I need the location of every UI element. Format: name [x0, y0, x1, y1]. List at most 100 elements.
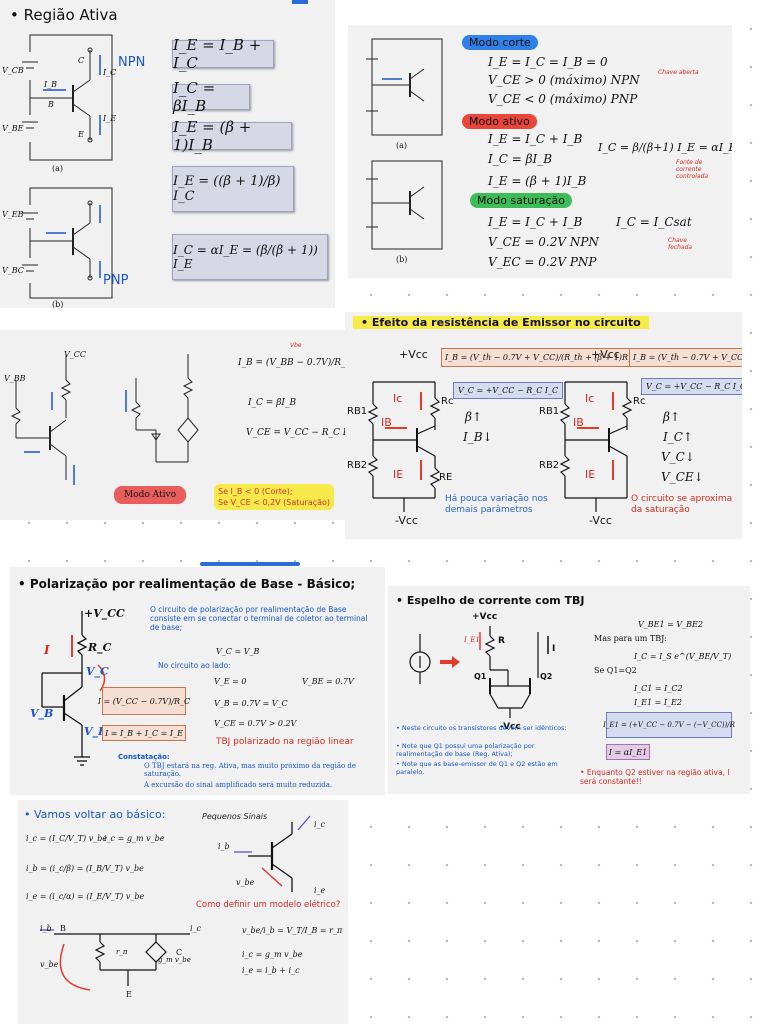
note-realimentacao-text: Note que Q1 possui uma polarização por r…	[396, 742, 535, 758]
vce-eq: V_CE = V_CC − R_C I_C	[246, 428, 346, 438]
ib-box-right: I_B = (V_th − 0.7V + V_CC)/R_th	[629, 348, 742, 367]
beta-up-left: β↑	[465, 410, 482, 424]
modo-saturacao-label: Modo saturação	[470, 193, 572, 208]
ic-small-eq: i_c = (I_C/V_T) v_be	[26, 834, 108, 843]
modo-corte-label: Modo corte	[462, 35, 538, 50]
eq-ie-sum: I_E = I_B + I_C	[172, 36, 274, 72]
e-m-label: E	[126, 990, 132, 999]
note-constante: • Enquanto Q2 estiver na região ativa, I…	[580, 768, 730, 786]
ic-exp-eq: I_C = I_S e^(V_BE/V_T)	[634, 652, 732, 661]
re-left: RE	[439, 472, 453, 483]
rpi-label: r_π	[116, 948, 128, 956]
eq-ie-beta: I_E = (β + 1)I_B	[172, 118, 292, 154]
ib-right: IB	[573, 416, 584, 429]
eq-vc-vb: V_C = V_B	[216, 647, 260, 656]
vcb-label: V_CB	[2, 66, 24, 75]
ativo-eq2: I_C = βI_B	[488, 152, 553, 166]
current-mirror-diagram	[409, 626, 549, 718]
sat-eq2: V_CE = 0.2V NPN	[488, 235, 599, 249]
e-label: E	[78, 130, 84, 139]
emitter-circuit-right	[559, 381, 633, 512]
npn-label: NPN	[118, 55, 146, 70]
ativo-eq1: I_E = I_C + I_B	[488, 132, 583, 146]
note-identicos: • Neste circuito os transistores devem s…	[396, 724, 567, 732]
rb2-left: RB2	[347, 460, 368, 471]
ie-small-eq: i_e = (i_c/α) = (I_E/V_T) v_be	[26, 892, 145, 901]
ib-m-label: i_b	[40, 924, 52, 933]
corte-eq1: I_E = I_C = I_B = 0	[488, 55, 608, 69]
eq-vb: V_B = 0.7V = V_C	[214, 699, 288, 708]
c-label: C	[78, 56, 85, 65]
ie-left: IE	[393, 468, 404, 481]
corte-eq2: V_CE > 0 (máximo) NPN	[488, 73, 640, 87]
vbe-eq: V_BE1 = V_BE2	[638, 620, 703, 629]
panel-title: • Vamos voltar ao básico:	[24, 808, 166, 821]
ib-label: I_B	[44, 80, 58, 89]
b-label: B	[48, 100, 54, 109]
panel-resistencia-emissor: • Efeito da resistência de Emissor no ci…	[345, 312, 742, 539]
vbb-label: V_BB	[4, 374, 26, 383]
sat-eq1: I_E = I_C + I_B	[488, 215, 583, 229]
vbe-m-label: v_be	[40, 960, 59, 969]
vcc-label: +Vcc	[472, 612, 498, 622]
sat-note: Chave fechada	[668, 237, 693, 251]
constatacao-1: O TBJ estará na reg. Ativa, mas muito pr…	[144, 762, 357, 778]
ativo-eq3: I_E = (β + 1)I_B	[488, 174, 587, 188]
vc-box-right: V_C = +V_CC − R_C I_C	[641, 378, 742, 395]
ic-m-label: i_c	[190, 924, 202, 933]
ib-re-box: I_B = (V_th − 0.7V + V_CC)/(R_th + (β + …	[441, 348, 646, 367]
linear-note: TBJ polarizado na região linear	[216, 737, 354, 747]
saturation-note: Se I_B < 0 (Corte); Se V_CE < 0,2V (Satu…	[214, 484, 334, 510]
eq-ie-ic: I_E = ((β + 1)/β) I_C	[172, 166, 294, 212]
alpha-box: I = αI_E1	[606, 744, 650, 760]
rb1-right: RB1	[539, 406, 560, 417]
npn-circuit-diagram	[22, 34, 113, 161]
tab-accent-mid	[200, 562, 300, 566]
panel-title: • Espelho de corrente com TBJ	[396, 594, 585, 607]
bullet-circuito: No circuito ao lado:	[158, 661, 231, 670]
vc-down-right: V_C↓	[661, 450, 695, 464]
ic-label: I_C	[103, 68, 117, 77]
rpi-eq: v_be/i_b = V_T/I_B = r_π	[242, 926, 343, 935]
ib-t-label: i_b	[218, 842, 230, 851]
vce-down-right: V_CE↓	[661, 470, 704, 484]
panel-modos-operacao: (a) (b) Modo corte I_E = I_C = I_B = 0 V…	[348, 25, 732, 278]
c-m-label: C	[176, 948, 183, 957]
note-paralelo: • Note que as base-emissor de Q1 e Q2 es…	[396, 760, 558, 776]
constatacao-2: A excursão do sinal amplificado será mui…	[144, 781, 333, 789]
rc-label: R_C	[88, 641, 112, 654]
note-paralelo-text: Note que as base-emissor de Q1 e Q2 estã…	[396, 760, 558, 776]
emitter-circuit-left	[367, 381, 441, 512]
q1q2-text: Se Q1=Q2	[594, 666, 637, 675]
eq-vbe: V_BE = 0.7V	[302, 677, 354, 686]
pequenos-sinais-hand: Pequenos Sinais	[202, 812, 268, 821]
ie1-label: I_E1	[464, 636, 480, 644]
hybrid-pi-model	[40, 929, 190, 991]
caption-a: (a)	[52, 164, 64, 173]
mvcc-left: -Vcc	[395, 514, 418, 527]
r-label: R	[498, 636, 505, 646]
vcc-left: +Vcc	[399, 348, 428, 361]
vbe-label: V_BE	[2, 124, 24, 133]
vcc-label: +V_CC	[84, 607, 125, 620]
i-label: I	[44, 643, 50, 657]
caption-a: (a)	[396, 141, 408, 150]
vcc-right: +Vcc	[591, 348, 620, 361]
sat-eq4: I_C = I_Csat	[616, 215, 692, 229]
ic-equal-eq: I_C1 = I_C2	[634, 684, 683, 693]
vc-box-left: V_C = +V_CC − R_C I_C	[453, 382, 564, 399]
modo-ativo-label: Modo ativo	[462, 114, 537, 129]
ic-up-right: I_C↑	[663, 430, 693, 444]
eq-ve: V_E = 0	[214, 677, 247, 686]
panel-title: • Região Ativa	[10, 6, 118, 24]
bullet-definicao: O circuito de polarização por realimenta…	[150, 605, 368, 632]
vb-label: V_B	[30, 707, 54, 720]
tbj-text: Mas para um TBJ:	[594, 634, 667, 643]
i-current-box: I = (V_CC − 0.7V)/R_C	[98, 687, 190, 715]
vbe-t-label: v_be	[236, 878, 255, 887]
bias-circuit-diagram	[10, 354, 75, 485]
ic-gm-eq: i_c = g_m v_be	[104, 834, 165, 843]
note-realimentacao: • Note que Q1 possui uma polarização por…	[396, 742, 535, 758]
ve-label: V_E	[84, 725, 107, 738]
vbc-label: V_BC	[2, 266, 24, 275]
